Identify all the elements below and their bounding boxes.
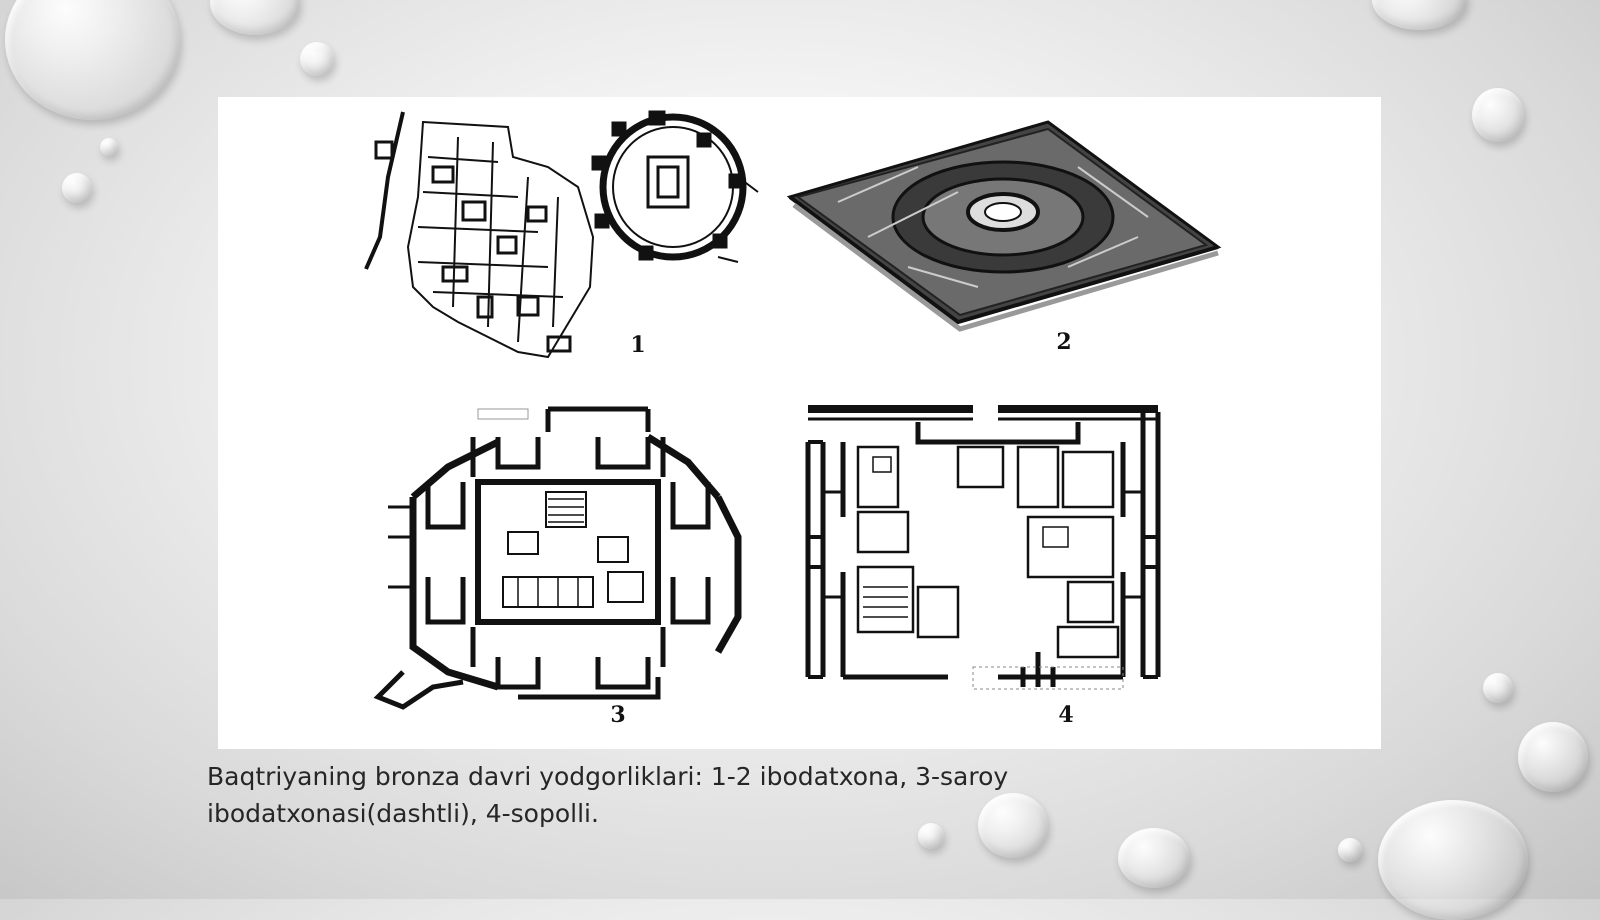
water-droplet: [300, 42, 334, 76]
water-droplet: [1518, 722, 1588, 792]
water-droplet: [100, 138, 118, 156]
plan-1-settlement: [364, 110, 759, 359]
water-droplet: [1483, 673, 1513, 703]
site-plans-drawing: 1 2: [364, 110, 1222, 728]
caption-line-2: ibodatxonasi(dashtli), 4-sopolli.: [207, 799, 599, 828]
water-droplet: [918, 823, 944, 849]
water-droplet: [5, 0, 180, 120]
plan-3-dashtli-palace-temple: [373, 406, 742, 710]
water-droplet: [1118, 828, 1190, 888]
water-droplet: [1378, 800, 1528, 920]
figure-label-2: 2: [1056, 329, 1071, 355]
figure-label-1: 1: [630, 332, 645, 358]
plan-2-temple-platform: [786, 120, 1222, 332]
archaeological-plans-figure: 1 2: [218, 97, 1381, 749]
water-droplet: [62, 173, 92, 203]
figure-label-3: 3: [610, 702, 625, 728]
water-droplet: [1338, 838, 1362, 862]
caption-line-1: Baqtriyaning bronza davri yodgorliklari:…: [207, 762, 1009, 791]
figure-label-4: 4: [1058, 702, 1073, 728]
water-droplet: [1472, 88, 1524, 142]
water-droplet: [210, 0, 300, 35]
water-droplet: [978, 793, 1048, 858]
plan-4-sapalli-fortress: [805, 405, 1161, 690]
water-droplet: [1372, 0, 1467, 30]
figure-caption: Baqtriyaning bronza davri yodgorliklari:…: [207, 758, 1167, 832]
